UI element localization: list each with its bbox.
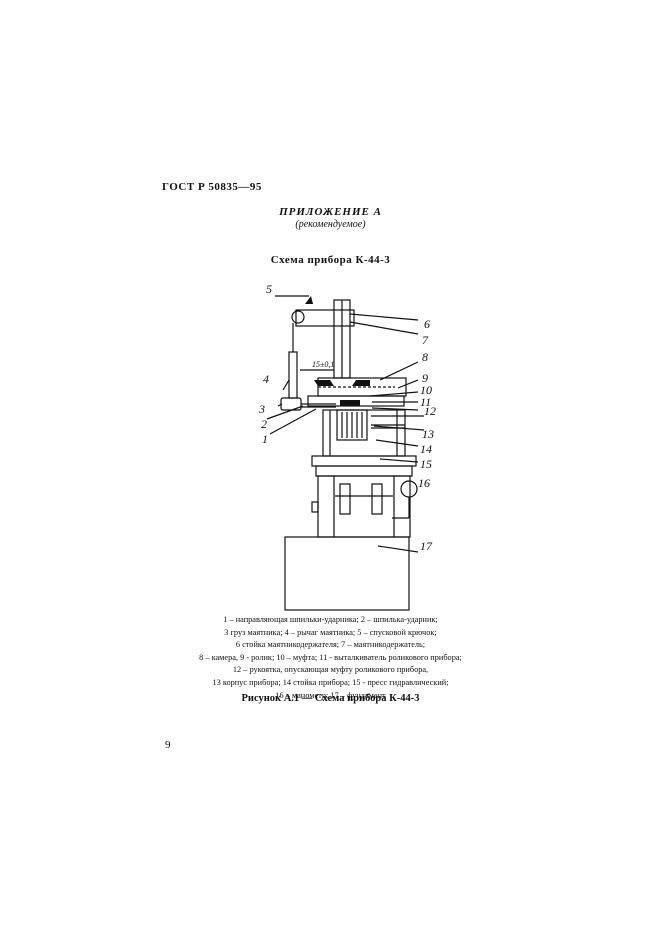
figure-legend: 1 – направляющая шпильки-ударника; 2 – ш…: [0, 614, 661, 702]
legend-line: 1 – направляющая шпильки-ударника; 2 – ш…: [223, 615, 438, 624]
pendulum-holder: [295, 309, 355, 327]
legend-line: 3 груз маятника; 4 – рычаг маятника; 5 –…: [224, 627, 437, 637]
appendix-subtitle: (рекомендуемое): [295, 219, 366, 230]
callout-7: 7: [422, 333, 429, 347]
legend-line: 13 корпус прибора; 14 стойка прибора; 15…: [212, 677, 449, 687]
page-number: 9: [165, 739, 171, 751]
callout-17: 17: [420, 539, 433, 553]
callout-12: 12: [424, 404, 436, 418]
callout-3: 3: [258, 402, 265, 416]
legend-line: 16 – манометр; 17 – фундамент: [275, 690, 386, 700]
figure-caption: Рисунок А.1 — Схема прибора К-44-3: [241, 693, 420, 704]
callout-9: 9: [422, 371, 428, 385]
pendulum-arm: [288, 351, 298, 399]
callout-16: 16: [418, 476, 430, 490]
callout-5: 5: [266, 282, 272, 296]
appendix-title: ПРИЛОЖЕНИЕ А: [279, 206, 382, 218]
manometer: [400, 480, 418, 498]
callout-2: 2: [261, 417, 267, 431]
device-body: [336, 409, 368, 441]
callout-1: 1: [262, 432, 268, 446]
scheme-title: Схема прибора К-44-3: [270, 254, 391, 266]
legend-line: 12 – рукоятка, опускающая муфту роликово…: [232, 665, 429, 675]
callout-13: 13: [422, 427, 434, 441]
callout-14: 14: [420, 442, 432, 456]
callout-6: 6: [424, 317, 430, 331]
legend-line: 6 стойка маятникодержателя; 7 – маятнико…: [235, 640, 426, 650]
callout-15: 15: [420, 457, 432, 471]
callout-8: 8: [422, 350, 428, 364]
callout-11: 11: [420, 395, 431, 409]
callout-4: 4: [263, 372, 269, 386]
legend-line: 8 – камера, 9 - ролик; 10 – муфта; 11 - …: [199, 652, 462, 662]
callout-10: 10: [420, 383, 432, 397]
hydraulic-press: [317, 475, 411, 538]
document-header: ГОСТ Р 50835—95: [162, 181, 262, 193]
dimension-label: 15±0,1: [312, 360, 334, 369]
